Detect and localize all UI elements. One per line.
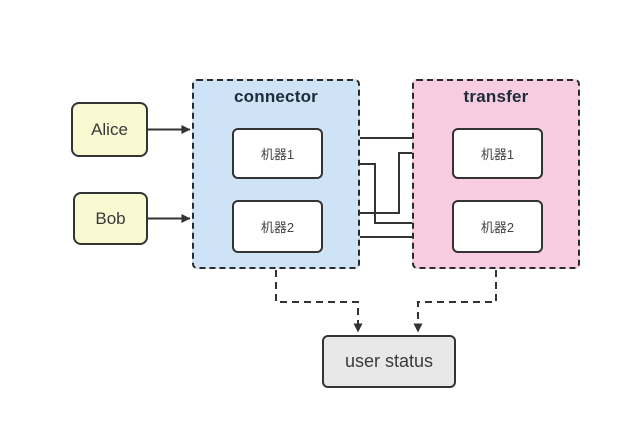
- container-transfer: transfer 机器1 机器2: [412, 79, 580, 269]
- container-connector: connector 机器1 机器2: [192, 79, 360, 269]
- transfer-machine-1-label: 机器1: [480, 147, 515, 162]
- container-connector-title: connector: [234, 87, 318, 106]
- transfer-machine-2-label: 机器2: [480, 220, 515, 235]
- edge-transfer-to-user-status: [413, 270, 497, 333]
- node-user-status: user status: [322, 335, 456, 388]
- node-user-status-label: user status: [344, 351, 434, 371]
- container-transfer-title: transfer: [463, 87, 529, 106]
- connector-machine-2: 机器2: [232, 200, 323, 253]
- connector-machine-2-label: 机器2: [260, 220, 295, 235]
- node-alice: Alice: [71, 102, 148, 157]
- node-bob-label: Bob: [95, 208, 126, 228]
- node-bob: Bob: [73, 192, 148, 245]
- node-alice-label: Alice: [91, 119, 128, 139]
- connector-machine-1-label: 机器1: [260, 147, 295, 162]
- edge-connector-to-user-status: [275, 270, 363, 333]
- transfer-machine-2: 机器2: [452, 200, 543, 253]
- connector-machine-1: 机器1: [232, 128, 323, 179]
- transfer-machine-1: 机器1: [452, 128, 543, 179]
